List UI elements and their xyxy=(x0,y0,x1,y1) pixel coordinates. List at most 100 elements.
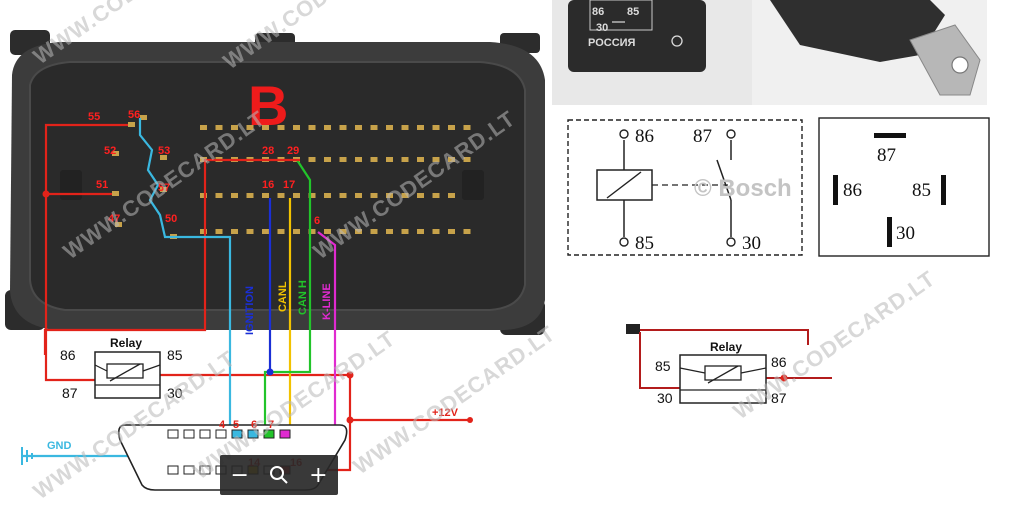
ecu-pin xyxy=(246,193,254,198)
ecu-pin xyxy=(324,125,331,130)
zoom-in-button[interactable]: + xyxy=(309,462,328,488)
ecu-pin xyxy=(200,125,207,130)
ecu-pin xyxy=(401,125,409,130)
ecu-pin xyxy=(386,157,393,162)
obd-socket xyxy=(231,429,243,439)
ecu-pin xyxy=(277,193,285,198)
obd-socket xyxy=(215,429,227,439)
obd-socket xyxy=(199,465,211,475)
ecu-pin xyxy=(432,157,440,162)
ecu-pin xyxy=(386,193,393,198)
ecu-pin xyxy=(401,193,409,198)
pin-label-6: 6 xyxy=(314,215,320,227)
obd-pin-6: 6 xyxy=(251,419,257,431)
ecu-pin xyxy=(432,229,440,234)
zoom-reset-button[interactable] xyxy=(264,460,294,490)
pin-label-17: 17 xyxy=(283,179,295,191)
ecu-pin xyxy=(355,125,362,130)
ecu-pin xyxy=(448,193,455,198)
ecu-pin xyxy=(115,222,122,227)
ecu-pin xyxy=(401,229,409,234)
ecu-pin xyxy=(160,155,167,160)
obd-socket xyxy=(167,429,179,439)
footprint-pin-85: 85 xyxy=(912,180,931,201)
ecu-pin xyxy=(293,229,300,234)
obd-pin-4: 4 xyxy=(219,419,226,431)
relay-photo: 86 85 30 РОССИЯ xyxy=(552,0,752,105)
ecu-pin xyxy=(339,125,347,130)
footprint-pin-30: 30 xyxy=(896,223,915,244)
relay-right-pin-86: 86 xyxy=(771,354,787,370)
schematic-pin-86: 86 xyxy=(635,126,654,147)
ecu-pin xyxy=(432,193,440,198)
photo-pin-85: 85 xyxy=(627,6,639,18)
ecu-pin xyxy=(200,193,207,198)
ecu-pin xyxy=(324,157,331,162)
ecu-pin xyxy=(370,229,378,234)
bosch-watermark: © Bosch xyxy=(694,175,792,202)
ecu-pin xyxy=(246,125,254,130)
pin-label-53: 53 xyxy=(158,145,170,157)
pin-label-51: 51 xyxy=(96,179,108,191)
ecu-pin xyxy=(140,115,147,120)
relay-right-title: Relay xyxy=(710,340,742,354)
ecu-pin xyxy=(215,125,223,130)
photo-text-russia: РОССИЯ xyxy=(588,37,636,49)
ecu-pin xyxy=(417,157,424,162)
obd-pin-5: 5 xyxy=(233,419,239,431)
relay-left: Relay 86 85 87 30 xyxy=(60,336,183,401)
ecu-pin xyxy=(448,125,455,130)
ecu-pin xyxy=(355,193,362,198)
ecu-pin xyxy=(262,229,269,234)
pin-label-52: 52 xyxy=(104,145,116,157)
ecu-pin xyxy=(160,187,167,192)
pin-label-57: 57 xyxy=(158,182,170,194)
wire-cyan xyxy=(138,118,232,430)
relay-left-pin-30: 30 xyxy=(167,385,183,401)
wire-red-55 xyxy=(44,123,128,382)
ecu-pin xyxy=(215,193,223,198)
relay-schematic: 86 87 85 30 © Bosch xyxy=(567,119,803,256)
obd-pin-7: 7 xyxy=(268,419,274,431)
obd-socket xyxy=(183,465,195,475)
ecu-pin xyxy=(432,125,440,130)
photo-pin-86: 86 xyxy=(592,6,604,18)
ecu-pin xyxy=(370,193,378,198)
ecu-pin xyxy=(386,229,393,234)
ecu-pin xyxy=(308,229,316,234)
relay-left-title: Relay xyxy=(110,336,142,350)
obd-socket xyxy=(279,429,291,439)
ecu-pin xyxy=(386,125,393,130)
ecu-pin xyxy=(112,151,119,156)
ecu-pin xyxy=(463,157,471,162)
ecu-pin xyxy=(262,125,269,130)
kline-label: K-LINE xyxy=(321,283,333,320)
wire-green-canh xyxy=(263,159,312,430)
relay-left-pin-85: 85 xyxy=(167,347,183,363)
zoom-out-button[interactable]: − xyxy=(230,462,249,488)
pin-label-29: 29 xyxy=(287,145,299,157)
footprint-pin-86: 86 xyxy=(843,180,862,201)
pin-label-16: 16 xyxy=(262,179,274,191)
photo-pin-30: 30 xyxy=(596,22,608,34)
junction-dots xyxy=(42,190,354,424)
ecu-pin xyxy=(231,193,238,198)
ecu-pin xyxy=(355,229,362,234)
obd-socket xyxy=(183,429,195,439)
pin-label-50: 50 xyxy=(165,213,177,225)
ground-symbol xyxy=(21,447,33,465)
relay-right-pin-30: 30 xyxy=(657,390,673,406)
relay-left-pin-87: 87 xyxy=(62,385,78,401)
canh-label: CAN H xyxy=(297,280,309,315)
pin-label-56: 56 xyxy=(128,109,140,121)
ecu-pin xyxy=(293,193,300,198)
ecu-pin xyxy=(200,229,207,234)
watermark-8: WWW.CODECARD.LT xyxy=(729,266,940,425)
ecu-pin xyxy=(112,191,119,196)
schematic-pin-87: 87 xyxy=(693,126,712,147)
ecu-pin xyxy=(417,229,424,234)
ecu-pin xyxy=(448,229,455,234)
ecu-pin xyxy=(308,125,316,130)
pin-label-47: 47 xyxy=(108,213,120,225)
